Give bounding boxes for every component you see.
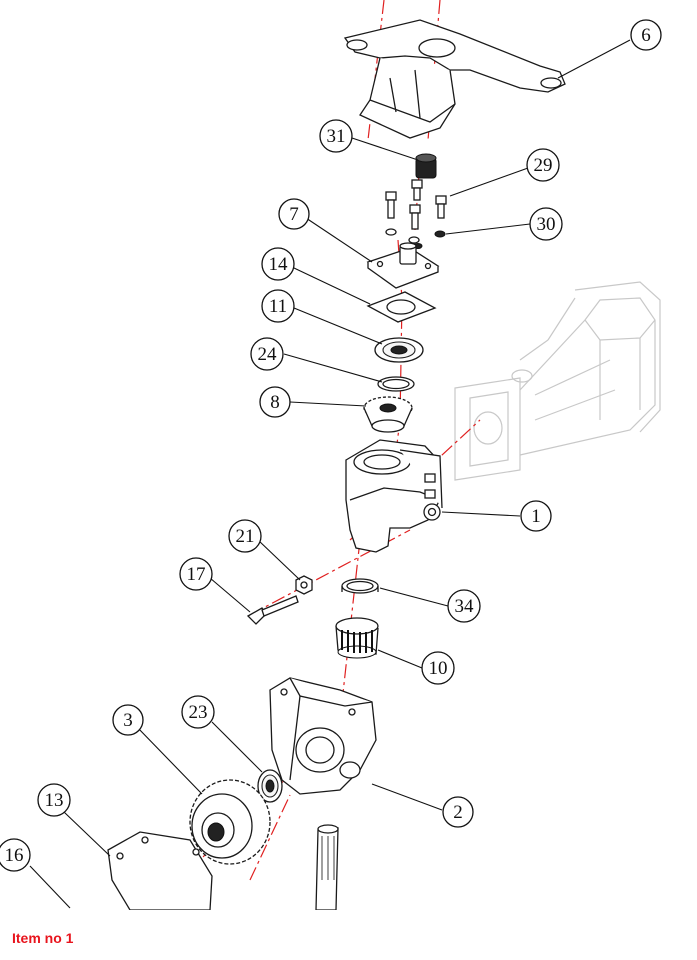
svg-text:23: 23 [189,702,208,723]
item-caption: Item no 1 [12,930,74,946]
callout-24: 24 [250,337,284,371]
bevel-pinion-part [363,396,413,433]
upper-housing-part [345,439,443,553]
callout-balloons: 6 31 29 30 7 14 11 24 [0,19,662,872]
svg-text:2: 2 [453,802,463,823]
svg-text:13: 13 [45,790,64,811]
seal-ring-part [341,578,379,594]
callout-34: 34 [447,589,481,623]
callout-2: 2 [442,796,474,828]
flange-cover-part [366,242,440,289]
callout-31: 31 [319,119,353,153]
lower-housing-part [269,677,377,795]
retaining-ring-part [377,376,415,392]
callout-14: 14 [261,247,295,281]
callout-16: 16 [0,838,31,872]
svg-text:31: 31 [327,126,346,147]
callout-17: 17 [179,557,213,591]
svg-text:24: 24 [258,344,278,365]
callout-1: 1 [520,500,552,532]
hex-nut-part [295,575,313,595]
svg-text:30: 30 [537,214,556,235]
exploded-parts-diagram: 6 31 29 30 7 14 11 24 [0,0,662,910]
svg-text:14: 14 [269,254,289,275]
svg-text:17: 17 [187,564,206,585]
ghost-housing [454,281,661,481]
gasket-part [366,291,437,323]
svg-text:21: 21 [236,526,255,547]
callout-11: 11 [261,289,295,323]
callout-13: 13 [37,783,71,817]
svg-text:29: 29 [534,155,553,176]
small-bearing-part [257,769,283,803]
splined-shaft-part [315,824,339,910]
bevel-gear-part [189,779,271,865]
screws-part [385,179,447,230]
svg-text:11: 11 [269,296,287,317]
bolt-part [246,595,299,625]
bearing-part [374,337,424,363]
svg-text:34: 34 [455,596,475,617]
svg-text:6: 6 [641,25,651,46]
washers-part [385,228,446,249]
callout-21: 21 [228,519,262,553]
svg-text:7: 7 [289,204,299,225]
svg-text:16: 16 [5,845,24,866]
callout-6: 6 [630,19,662,51]
svg-text:10: 10 [429,658,448,679]
knurled-sleeve-part [335,617,379,659]
callout-30: 30 [529,207,563,241]
callout-8: 8 [259,386,291,418]
callout-10: 10 [421,651,455,685]
callout-29: 29 [526,148,560,182]
callout-3: 3 [112,704,144,736]
callout-7: 7 [278,198,310,230]
leader-lines [29,39,631,909]
callout-23: 23 [181,695,215,729]
svg-text:8: 8 [270,392,280,413]
knurled-nut-part [415,153,437,179]
cover-plate-part [107,831,213,910]
yoke-arm-part [343,19,566,139]
svg-text:3: 3 [123,710,133,731]
svg-text:1: 1 [531,506,541,527]
